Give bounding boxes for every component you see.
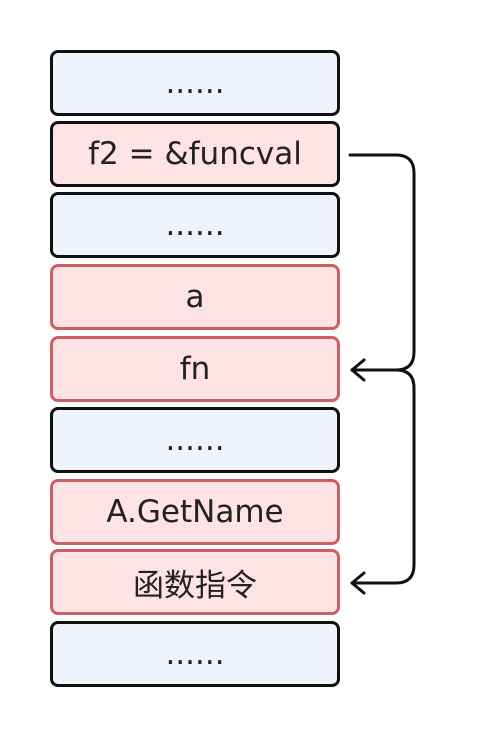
cell-label: ...... <box>165 65 225 101</box>
stack-cell-a: a <box>50 264 340 330</box>
stack-cell-f2-funcval: f2 = &funcval <box>50 121 340 187</box>
stack-cell-fn: fn <box>50 336 340 402</box>
cell-label: fn <box>179 351 211 387</box>
arrowhead-icon <box>350 571 366 595</box>
cell-label: ...... <box>165 636 225 672</box>
stack-cell-function-instructions: 函数指令 <box>50 549 340 615</box>
stack-cell-ellipsis-1: ...... <box>50 50 340 116</box>
cell-label: ...... <box>165 207 225 243</box>
cell-label: f2 = &funcval <box>88 136 302 172</box>
stack-cell-ellipsis-3: ...... <box>50 407 340 473</box>
stack-cell-ellipsis-4: ...... <box>50 621 340 687</box>
arrow-funcval-to-fn <box>348 153 416 372</box>
arrowhead-icon <box>350 358 366 382</box>
cell-label: A.GetName <box>106 494 284 530</box>
stack-cell-a-getname: A.GetName <box>50 479 340 545</box>
stack-cell-ellipsis-2: ...... <box>50 192 340 258</box>
cell-label: ...... <box>165 422 225 458</box>
arrow-fn-to-function-instructions <box>350 368 416 585</box>
cell-label: a <box>185 279 205 315</box>
cell-label: 函数指令 <box>133 567 257 604</box>
